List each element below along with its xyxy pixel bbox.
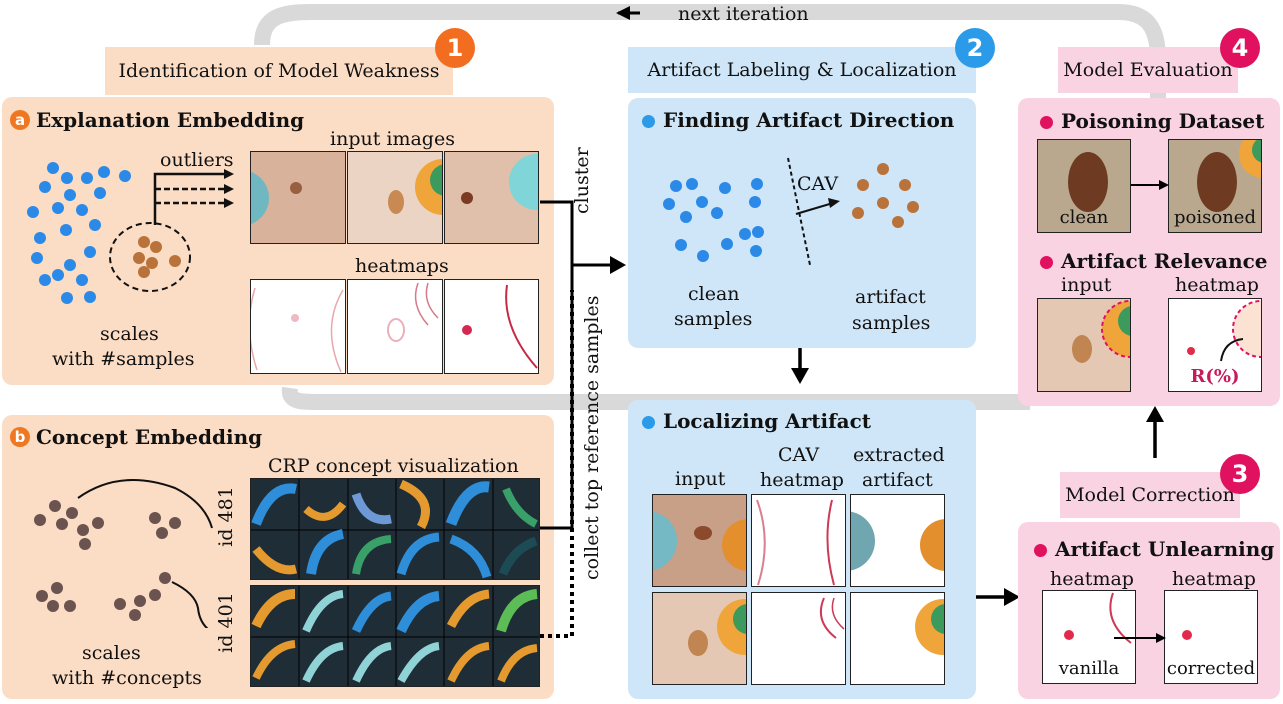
unlearning-arrow <box>1114 633 1166 643</box>
stage2-number: 2 <box>955 28 995 68</box>
stage4-title: Model Evaluation <box>1058 47 1238 93</box>
explanation-title-text: Explanation Embedding <box>36 108 305 132</box>
concept-title: b Concept Embedding <box>10 425 262 449</box>
stage4-number: 4 <box>1220 28 1260 68</box>
poisoning-title-text: Poisoning Dataset <box>1061 109 1265 133</box>
input-image-3 <box>444 151 539 244</box>
cav-scatter <box>663 157 919 266</box>
extracted-artifact-1 <box>850 494 945 587</box>
input-images-label: input images <box>330 128 455 150</box>
cluster-label: cluster <box>571 147 593 214</box>
crp-grid-401 <box>250 585 540 687</box>
unlearning-heatmap-label-1: heatmap <box>1050 568 1134 590</box>
localizing-title-text: Localizing Artifact <box>663 409 872 433</box>
poison-arrow <box>1131 180 1169 190</box>
relevance-heatmap-label: heatmap <box>1175 274 1259 296</box>
localizing-title: Localizing Artifact <box>642 409 871 433</box>
concepts-scale-line2: with #concepts <box>52 667 202 689</box>
finding-title-text: Finding Artifact Direction <box>663 108 955 132</box>
corrected-caption: corrected <box>1166 658 1256 679</box>
clean-samples-line1: clean <box>688 283 740 305</box>
clean-caption: clean <box>1059 207 1109 228</box>
artifact-samples-line1: artifact <box>855 286 926 308</box>
relevance-heatmap-image: R(%) <box>1168 298 1262 392</box>
heatmaps-label: heatmaps <box>355 255 449 277</box>
relevance-input-label: input <box>1061 274 1112 296</box>
stage3-title: Model Correction <box>1060 472 1240 518</box>
crp-grid-481 <box>250 478 540 580</box>
relevance-title: Artifact Relevance <box>1040 249 1268 273</box>
poisoned-caption: poisoned <box>1174 207 1256 228</box>
heatmap-1 <box>250 279 346 374</box>
poisoned-image: poisoned <box>1168 139 1262 233</box>
extracted-artifact-line1: extracted <box>853 444 945 466</box>
artifact-samples-line2: samples <box>852 312 931 334</box>
heatmap-2 <box>347 279 443 374</box>
crp-visualization-label: CRP concept visualization <box>268 455 519 477</box>
stage2-title: Artifact Labeling & Localization <box>628 47 976 93</box>
relevance-input-image <box>1037 298 1131 392</box>
input-image-1 <box>250 151 346 244</box>
letter-b-badge: b <box>10 427 30 447</box>
extracted-artifact-line2: artifact <box>862 469 933 491</box>
localizing-input-1 <box>652 494 747 587</box>
outliers-label: outliers <box>160 149 234 171</box>
finding-title: Finding Artifact Direction <box>642 108 954 132</box>
unlearning-title: Artifact Unlearning <box>1034 537 1274 561</box>
cav-label: CAV <box>797 173 839 195</box>
relevance-title-text: Artifact Relevance <box>1061 249 1268 273</box>
unlearning-title-text: Artifact Unlearning <box>1055 537 1275 561</box>
letter-a-badge: a <box>10 110 30 130</box>
vanilla-heatmap: vanilla <box>1042 590 1136 684</box>
heatmap-3 <box>444 279 539 374</box>
explanation-scatter <box>27 162 234 304</box>
corrected-heatmap: corrected <box>1164 590 1258 684</box>
extracted-artifact-2 <box>850 592 945 685</box>
localizing-input-2 <box>652 592 747 685</box>
concept-scatter <box>34 479 213 628</box>
input-image-2 <box>347 151 443 244</box>
stage3-number: 3 <box>1220 454 1260 494</box>
next-iteration-label: next iteration <box>678 3 809 25</box>
stage1-title: Identification of Model Weakness <box>105 47 453 95</box>
localizing-input-label: input <box>675 468 726 490</box>
concept-title-text: Concept Embedding <box>36 425 263 449</box>
vanilla-caption: vanilla <box>1058 658 1120 679</box>
cav-heatmap-1 <box>751 494 846 587</box>
explanation-title: a Explanation Embedding <box>10 108 304 132</box>
concepts-scale-line1: scales <box>82 642 141 664</box>
collect-reference-label: collect top reference samples <box>581 295 603 581</box>
samples-scale-line1: scales <box>100 323 159 345</box>
cav-heatmap-line2: heatmap <box>760 469 844 491</box>
cav-heatmap-2 <box>751 592 846 685</box>
poisoning-title: Poisoning Dataset <box>1040 109 1264 133</box>
relevance-r-label: R(%) <box>1190 366 1240 387</box>
clean-image: clean <box>1037 139 1131 233</box>
unlearning-heatmap-label-2: heatmap <box>1172 568 1256 590</box>
cav-heatmap-line1: CAV <box>778 444 820 466</box>
clean-samples-line2: samples <box>674 308 753 330</box>
stage1-number: 1 <box>435 28 475 68</box>
samples-scale-line2: with #samples <box>52 348 195 370</box>
